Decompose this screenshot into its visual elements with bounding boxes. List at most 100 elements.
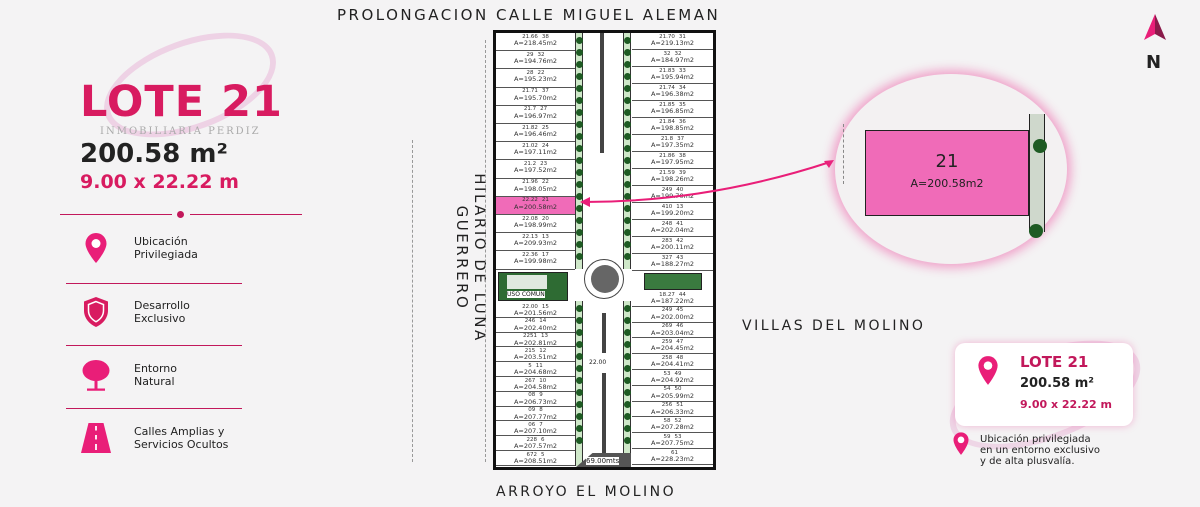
tree (623, 377, 631, 384)
tree (575, 61, 583, 68)
lot-dimension: 21.70 (659, 33, 675, 40)
lot-number: 12 (539, 347, 547, 354)
tree (623, 61, 631, 68)
lot-number: 17 (541, 251, 549, 258)
lot-area: A=204.92m2 (650, 376, 695, 384)
lot-number: 37 (541, 88, 549, 95)
lot-area: A=184.97m2 (650, 56, 695, 64)
lot-dimension: 21.71 (522, 88, 538, 95)
tree (623, 317, 631, 324)
lot-dimension: 327 (661, 254, 673, 261)
lot-dimension: 21.66 (522, 33, 538, 40)
lot-number: 31 (678, 33, 686, 40)
tree (575, 317, 583, 324)
tree (575, 389, 583, 396)
tree (575, 437, 583, 444)
tree (575, 229, 583, 236)
lot-number: 23 (540, 160, 548, 167)
lot-number: 13 (541, 233, 549, 240)
lot-area: A=207.10m2 (513, 427, 558, 436)
tree (575, 97, 583, 104)
lot-area: A=200.11m2 (650, 243, 695, 251)
lot-area: A=204.68m2 (513, 368, 558, 377)
garden-area (644, 273, 702, 290)
tree (575, 305, 583, 312)
tree (623, 97, 631, 104)
lot-number: 38 (678, 152, 686, 159)
brand-name: INMOBILIARIA PERDIZ (100, 126, 261, 137)
tree (623, 133, 631, 140)
lot-dimension: 22.00 (522, 303, 538, 310)
lot-area: A=199.20m2 (650, 209, 695, 217)
lot-area: A=198.05m2 (513, 184, 558, 193)
lot-area: A=199.98m2 (513, 257, 558, 266)
tree (575, 329, 583, 336)
tree (623, 253, 631, 260)
tree (575, 253, 583, 260)
tree (623, 401, 631, 408)
lot-number: 36 (678, 118, 686, 125)
lot-dimension: 258 (661, 354, 673, 361)
lot-area: A=207.77m2 (513, 412, 558, 421)
lot-label-line: 61 (632, 450, 713, 457)
card-description: Ubicación privilegiada en un entorno exc… (980, 434, 1100, 467)
tree (623, 169, 631, 176)
lot-title: LOTE 21 (80, 77, 283, 127)
lot-number: 6 (541, 436, 545, 443)
zoom-lot-number: 21 (935, 151, 959, 172)
road-median (602, 373, 606, 453)
tree (623, 85, 631, 92)
divider (66, 408, 242, 409)
lot-number: 8 (539, 407, 543, 414)
tree (623, 229, 631, 236)
lot-area: A=195.70m2 (513, 93, 558, 102)
tree (575, 49, 583, 56)
tree (575, 401, 583, 408)
divider (66, 345, 242, 346)
tree (623, 437, 631, 444)
lot-dimension: 259 (661, 338, 673, 345)
lot-number: 41 (676, 220, 684, 227)
zoom-lot-area: A=200.58m2 (910, 177, 984, 190)
lot-area: A=200.58m2 (513, 202, 558, 211)
lot-number: 13 (541, 333, 548, 340)
lot-dimension: 21.83 (659, 67, 675, 74)
lot-area: A=228.23m2 (650, 455, 695, 463)
lot-area: A=196.46m2 (513, 130, 558, 138)
tree (623, 49, 631, 56)
lot-area: A=202.40m2 (513, 323, 558, 332)
tree (575, 145, 583, 152)
lot-dimension: 06 (528, 421, 536, 428)
lot-number: 13 (676, 203, 684, 210)
pointer-arrow-icon (580, 160, 834, 207)
divider (60, 214, 172, 215)
lot-number: 51 (676, 402, 684, 409)
lot-dimension: 249 (661, 186, 673, 193)
lot-area: A=202.00m2 (650, 312, 695, 321)
divider-dot (177, 211, 184, 218)
